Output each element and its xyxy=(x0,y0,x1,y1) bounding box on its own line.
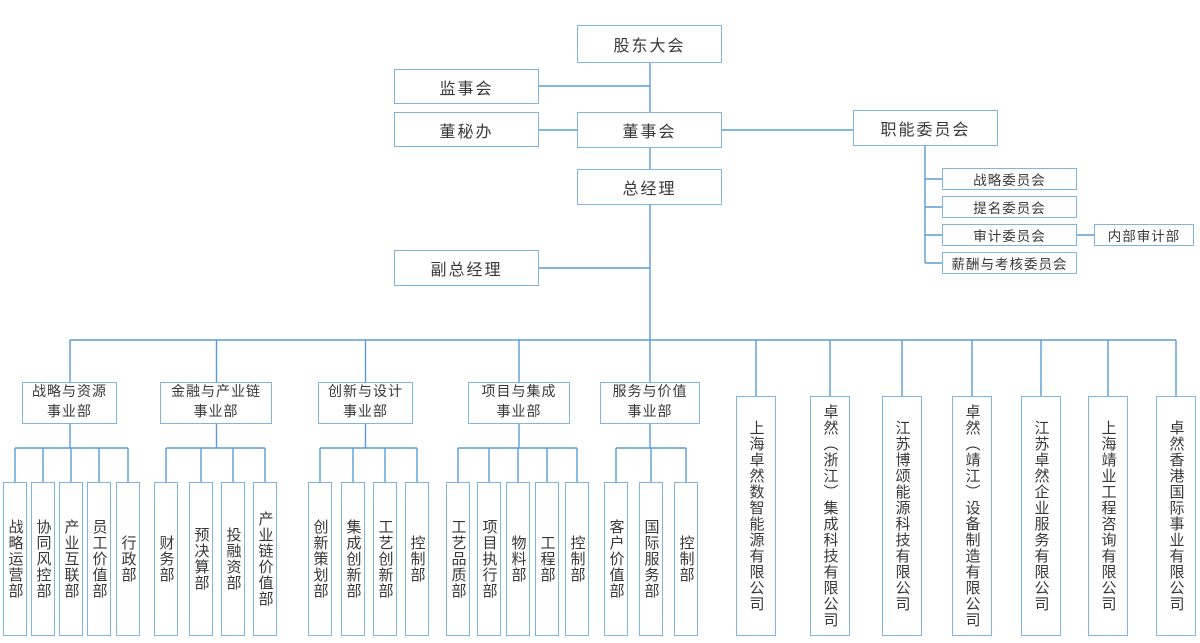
division-project-integration: 项目与集成 事业部 xyxy=(468,382,570,424)
node-deputy-general-manager: 副总经理 xyxy=(394,250,539,286)
department-box: 集成创新部 xyxy=(341,482,365,636)
department-box: 产业互联部 xyxy=(59,482,83,636)
department-box: 项目执行部 xyxy=(477,482,501,636)
department-box: 国际服务部 xyxy=(639,482,663,636)
node-shareholders-meeting: 股东大会 xyxy=(577,25,722,63)
node-supervisory-board: 监事会 xyxy=(394,69,539,104)
committee-compensation-appraisal: 薪酬与考核委员会 xyxy=(942,252,1077,274)
department-box: 工艺品质部 xyxy=(446,482,470,636)
node-board-of-directors: 董事会 xyxy=(577,112,722,148)
department-box: 控制部 xyxy=(674,482,698,636)
committee-strategy: 战略委员会 xyxy=(942,168,1077,190)
department-box: 财务部 xyxy=(154,482,178,636)
node-general-manager: 总经理 xyxy=(577,169,722,205)
subsidiary-box: 卓然（靖江）设备制造有限公司 xyxy=(952,396,992,636)
department-box: 工程部 xyxy=(535,482,559,636)
department-box: 客户价值部 xyxy=(604,482,628,636)
department-box: 创新策划部 xyxy=(308,482,332,636)
subsidiary-box: 上海卓然数智能源有限公司 xyxy=(736,396,776,636)
subsidiary-box: 江苏博颂能源科技有限公司 xyxy=(882,396,922,636)
department-box: 工艺创新部 xyxy=(373,482,397,636)
subsidiary-box: 上海靖业工程咨询有限公司 xyxy=(1088,396,1128,636)
department-box: 协同风控部 xyxy=(31,482,55,636)
department-box: 产业链价值部 xyxy=(253,482,277,636)
subsidiary-box: 卓然（浙江）集成科技有限公司 xyxy=(810,396,850,636)
subsidiary-box: 卓然香港国际事业有限公司 xyxy=(1156,396,1196,636)
node-board-secretary-office: 董秘办 xyxy=(394,112,539,147)
division-innovation-design: 创新与设计 事业部 xyxy=(318,382,413,424)
department-box: 投融资部 xyxy=(221,482,245,636)
department-box: 战略运营部 xyxy=(3,482,27,636)
committee-nomination: 提名委员会 xyxy=(942,196,1077,218)
subsidiary-box: 江苏卓然企业服务有限公司 xyxy=(1021,396,1061,636)
department-box: 员工价值部 xyxy=(87,482,111,636)
department-box: 物料部 xyxy=(506,482,530,636)
division-finance-industry-chain: 金融与产业链 事业部 xyxy=(160,382,272,424)
department-box: 行政部 xyxy=(116,482,140,636)
department-box: 控制部 xyxy=(565,482,589,636)
department-box: 预决算部 xyxy=(189,482,213,636)
department-box: 控制部 xyxy=(405,482,429,636)
division-strategy-resources: 战略与资源 事业部 xyxy=(22,382,117,424)
division-service-value: 服务与价值 事业部 xyxy=(600,382,700,424)
node-functional-committees: 职能委员会 xyxy=(853,110,998,146)
node-internal-audit-department: 内部审计部 xyxy=(1094,224,1194,246)
committee-audit: 审计委员会 xyxy=(942,224,1077,246)
